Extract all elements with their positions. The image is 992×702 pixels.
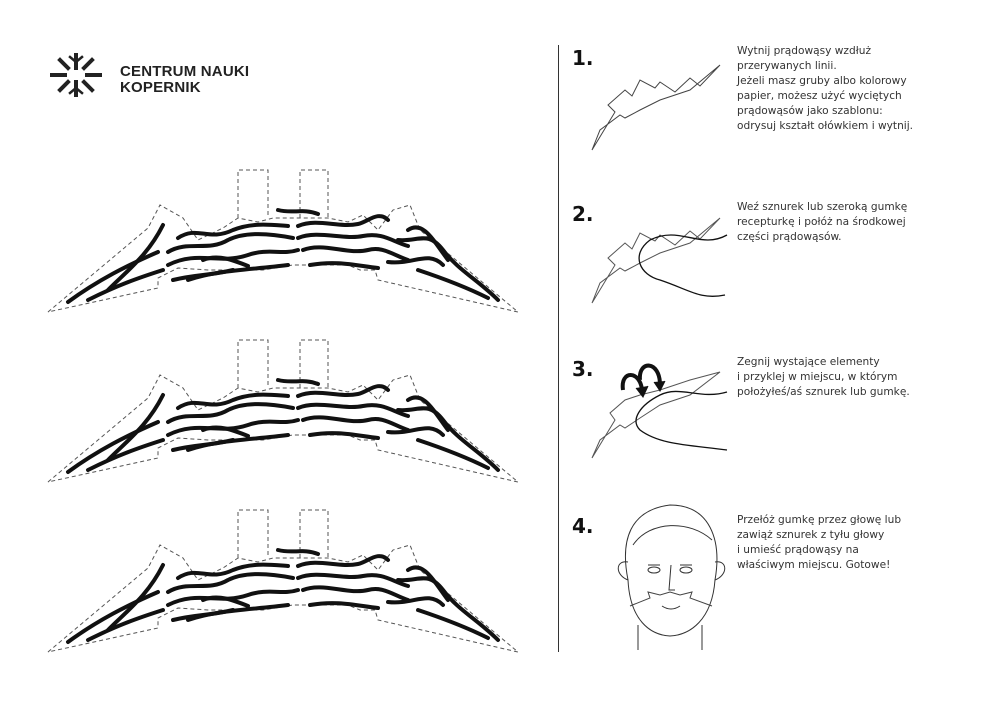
text-line: właściwym miejscu. Gotowe! [737,559,891,571]
text-line: recepturkę i połóż na środkowej [737,216,906,228]
text-line: Przełóż gumkę przez głowę lub [737,514,902,526]
logo: CENTRUM NAUKI KOPERNIK [120,64,249,96]
text-line: położyłeś/aś sznurek lub gumkę. [737,386,910,398]
step-4-number: 4. [572,514,594,538]
step-3-number: 3. [572,357,594,381]
text-line: prądowąsów jako szablonu: [737,105,883,117]
step1-illustration [591,64,721,151]
text-line: Weź sznurek lub szeroką gumkę [737,201,908,213]
step-1-text: Wytnij prądowąsy wzdłuż przerywanych lin… [737,44,977,134]
text-line: Wytnij prądowąsy wzdłuż [737,45,872,57]
step4-illustration [617,504,726,650]
mustache-template-1 [46,168,520,314]
divider [558,45,559,652]
step3-illustration [591,363,728,459]
text-line: Zegnij wystające elementy [737,356,880,368]
text-line: przerywanych linii. [737,60,837,72]
text-line: Jeżeli masz gruby albo kolorowy [737,75,907,87]
text-line: odrysuj kształt ołówkiem i wytnij. [737,120,914,132]
logo-icon [50,53,102,97]
text-line: zawiąż sznurek z tyłu głowy [737,529,885,541]
text-line: części prądowąsów. [737,231,842,243]
step-4-text: Przełóż gumkę przez głowę lub zawiąż szn… [737,513,977,573]
text-line: i umieść prądowąsy na [737,544,859,556]
logo-line1: CENTRUM NAUKI [120,63,250,80]
text-line: i przyklej w miejscu, w którym [737,371,898,383]
step-1-number: 1. [572,46,594,70]
mustache-template-2 [46,338,520,484]
logo-line2: KOPERNIK [120,79,201,96]
fold-arrow-icon [620,363,662,391]
step-2-text: Weź sznurek lub szeroką gumkę recepturkę… [737,200,977,245]
step2-illustration [591,217,728,304]
step-2-number: 2. [572,202,594,226]
text-line: papier, możesz użyć wyciętych [737,90,902,102]
mustache-template-3 [46,508,520,654]
step-3-text: Zegnij wystające elementy i przyklej w m… [737,355,977,400]
